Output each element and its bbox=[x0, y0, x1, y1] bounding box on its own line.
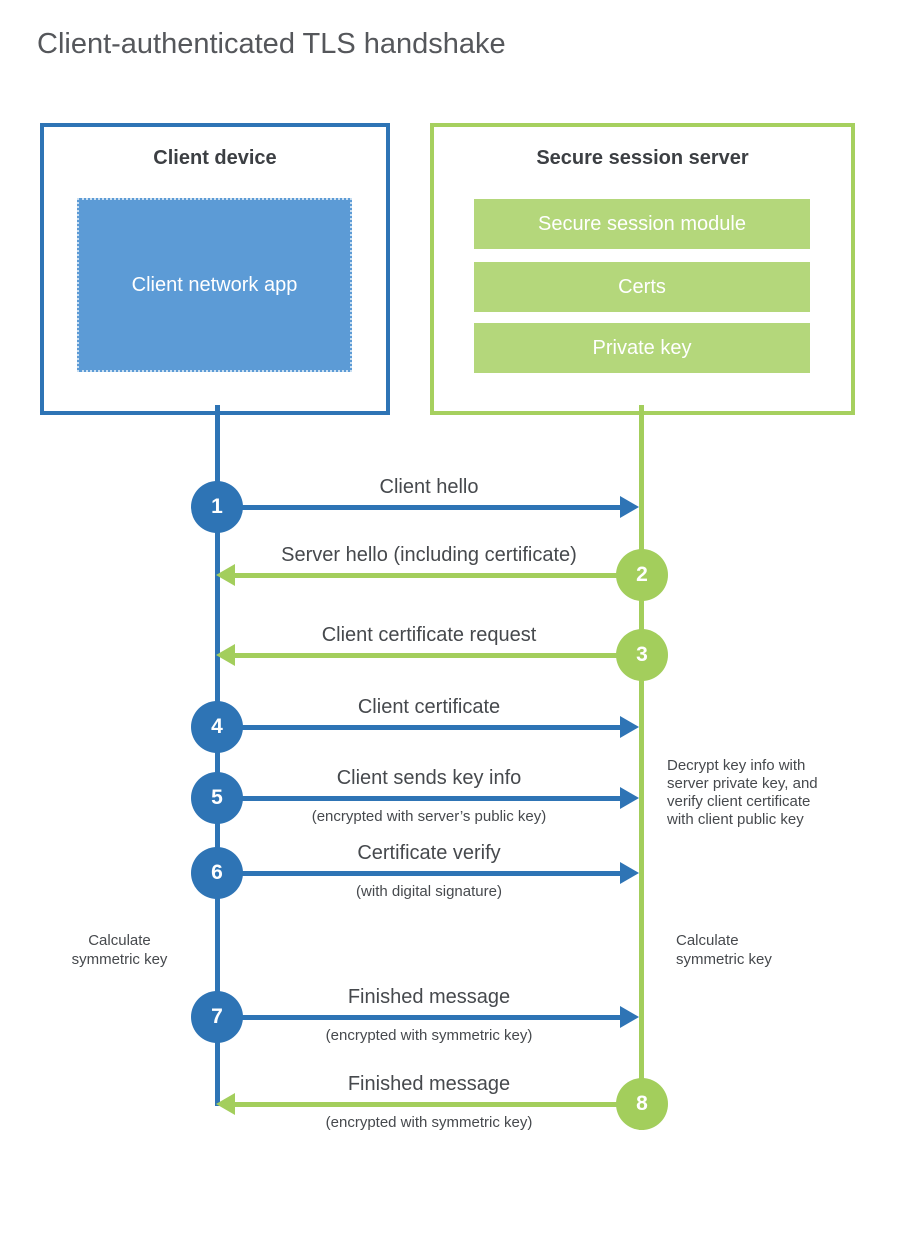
step-number-badge: 5 bbox=[191, 772, 243, 824]
step-number-badge: 6 bbox=[191, 847, 243, 899]
step-sublabel: (encrypted with symmetric key) bbox=[325, 1027, 533, 1044]
server-module-secure-session: Secure session module bbox=[474, 199, 810, 249]
arrowhead-right-icon bbox=[620, 862, 639, 884]
secure-session-server-title: Secure session server bbox=[536, 147, 749, 169]
note-calculate-symmetric-key-server: Calculate symmetric key bbox=[676, 932, 772, 968]
arrow-line bbox=[217, 796, 624, 801]
step-number-badge: 4 bbox=[191, 701, 243, 753]
step-number-badge: 8 bbox=[616, 1078, 668, 1130]
step-label: Finished message bbox=[347, 986, 511, 1008]
client-device-title: Client device bbox=[153, 147, 277, 169]
step-sublabel: (with digital signature) bbox=[356, 883, 502, 900]
step-number-badge: 2 bbox=[616, 549, 668, 601]
arrowhead-right-icon bbox=[620, 496, 639, 518]
step-sublabel: (encrypted with symmetric key) bbox=[325, 1114, 533, 1131]
step-label: Finished message bbox=[347, 1073, 511, 1095]
arrowhead-right-icon bbox=[620, 787, 639, 809]
page-title: Client-authenticated TLS handshake bbox=[37, 28, 506, 60]
arrowhead-right-icon bbox=[620, 1006, 639, 1028]
arrowhead-left-icon bbox=[216, 644, 235, 666]
step-label: Client sends key info bbox=[336, 767, 522, 789]
step-number-badge: 7 bbox=[191, 991, 243, 1043]
arrowhead-left-icon bbox=[216, 564, 235, 586]
step-label: Client hello bbox=[379, 476, 479, 498]
arrow-line bbox=[233, 653, 641, 658]
step-sublabel: (encrypted with server’s public key) bbox=[311, 808, 547, 825]
arrow-line bbox=[217, 1015, 624, 1020]
arrow-line bbox=[217, 725, 624, 730]
step-label: Client certificate bbox=[357, 696, 501, 718]
arrow-line bbox=[217, 505, 624, 510]
server-module-certs: Certs bbox=[474, 262, 810, 312]
arrowhead-right-icon bbox=[620, 716, 639, 738]
server-lifeline bbox=[639, 405, 644, 1130]
step-label: Certificate verify bbox=[357, 842, 501, 864]
secure-session-server-box: Secure session server Secure session mod… bbox=[430, 123, 855, 415]
arrow-line bbox=[233, 1102, 641, 1107]
client-device-box: Client device Client network app bbox=[40, 123, 390, 415]
step-number-badge: 1 bbox=[191, 481, 243, 533]
note-calculate-symmetric-key-client: Calculate symmetric key bbox=[71, 932, 168, 968]
arrowhead-left-icon bbox=[216, 1093, 235, 1115]
arrow-line bbox=[217, 871, 624, 876]
server-module-private-key: Private key bbox=[474, 323, 810, 373]
client-lifeline bbox=[215, 405, 220, 1106]
client-network-app-box: Client network app bbox=[77, 198, 352, 372]
client-network-app-label: Client network app bbox=[131, 273, 298, 296]
step-label: Client certificate request bbox=[321, 624, 537, 646]
note-decrypt-key-info: Decrypt key info with server private key… bbox=[667, 757, 818, 828]
step-label: Server hello (including certificate) bbox=[281, 544, 577, 566]
step-number-badge: 3 bbox=[616, 629, 668, 681]
arrow-line bbox=[233, 573, 641, 578]
